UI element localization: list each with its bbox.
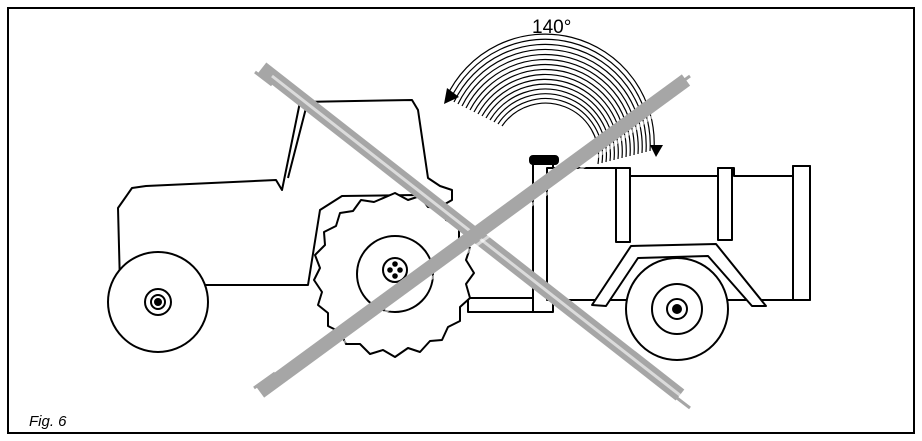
arrow-head-left-icon — [444, 88, 459, 104]
cross-out-icon — [253, 62, 695, 410]
figure-caption: Fig. 6 — [29, 413, 67, 430]
tractor-icon — [107, 99, 475, 358]
angle-label: 140° — [532, 17, 571, 38]
curved-arrow-icon — [445, 33, 655, 165]
arrow-head-right-icon — [650, 145, 663, 157]
trailer-icon — [467, 155, 811, 361]
